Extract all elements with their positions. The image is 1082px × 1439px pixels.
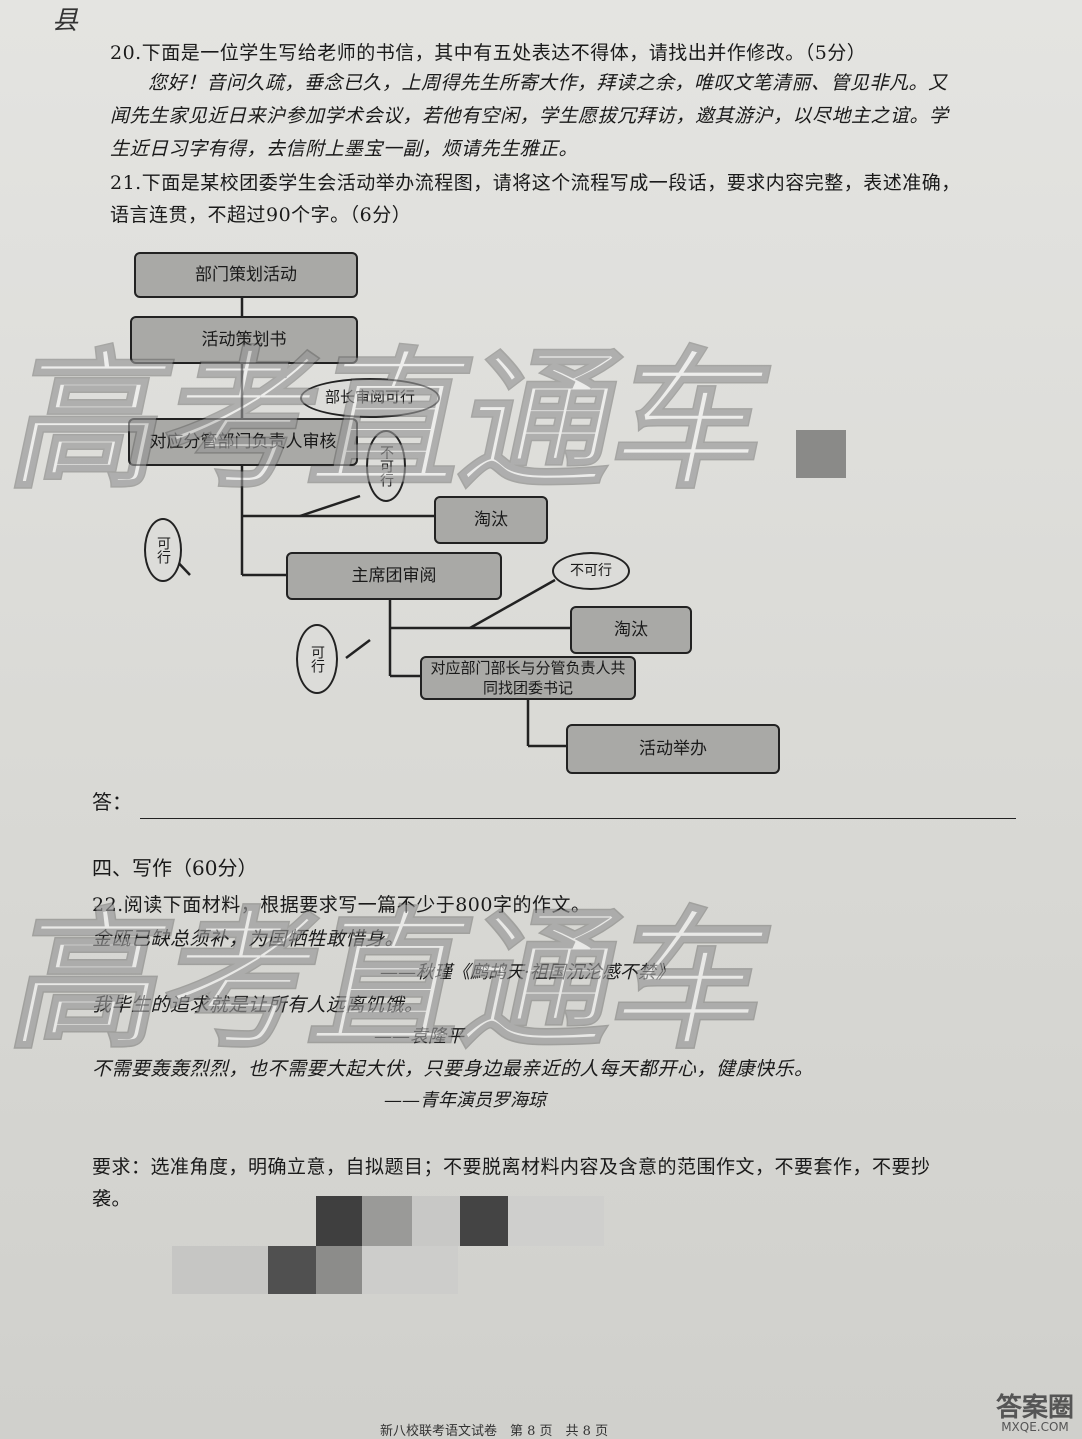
- flowchart-connectors: [171, 296, 570, 748]
- q20-letter-line-2: 闻先生家见近日来沪参加学术会议，若他有空闲，学生愿拔冗拜访，邀其游沪，以尽地主之…: [110, 105, 949, 127]
- q22-attribution-2: ——袁隆平: [374, 1026, 464, 1047]
- q22-stem: 22.阅读下面材料，根据要求写一篇不少于800字的作文。: [92, 894, 591, 916]
- flow-oval-feasible-1: 可行: [144, 518, 182, 582]
- q20-stem: 20.下面是一位学生写给老师的书信，其中有五处表达不得体，请找出并作修改。（5分…: [110, 42, 867, 64]
- flow-oval-not-feasible-2: 不可行: [552, 552, 630, 590]
- site-logo: 答案圈 MXQE.COM: [996, 1395, 1074, 1433]
- q22-attribution-3: ——青年演员罗海琼: [384, 1090, 546, 1111]
- q22-quote-1: 金瓯已缺总须补，为国牺牲敢惜身。: [92, 928, 405, 950]
- pixelated-block: [172, 1246, 268, 1294]
- answer-line: [140, 818, 1016, 819]
- q22-requirement-line-1: 要求：选准角度，明确立意，自拟题目；不要脱离材料内容及含意的范围作文，不要套作，…: [92, 1156, 931, 1178]
- flow-box-meet-secretary: 对应部门部长与分管负责人共同找团委书记: [420, 656, 636, 700]
- flow-oval-feasible-1-label: 可行: [155, 536, 172, 564]
- pixelated-block: [316, 1246, 362, 1294]
- flow-box-supervisor-review: 对应分管部门负责人审核: [128, 418, 358, 466]
- q22-requirement-line-2: 袭。: [92, 1188, 132, 1210]
- flow-box-reject-2: 淘汰: [570, 606, 692, 654]
- flow-oval-not-feasible-1-label: 不可行: [378, 445, 395, 487]
- site-logo-sub: MXQE.COM: [1001, 1420, 1069, 1434]
- site-logo-main: 答案圈: [995, 1393, 1074, 1423]
- q22-quote-3: 不需要轰轰烈烈，也不需要大起大伏，只要身边最亲近的人每天都开心，健康快乐。: [92, 1058, 814, 1080]
- flow-box-activity-held: 活动举办: [566, 724, 780, 774]
- q21-stem-line-2: 语言连贯，不超过90个字。（6分）: [110, 204, 412, 226]
- q22-attribution-1: ——秋瑾《鹧鸪天·祖国沉沦感不禁》: [380, 962, 674, 983]
- pixelated-block: [268, 1246, 316, 1294]
- flow-oval-not-feasible-1: 不可行: [366, 430, 406, 502]
- flow-oval-minister-approve: 部长审阅可行: [300, 378, 440, 418]
- watermark: 高考直通车: [0, 334, 787, 511]
- flow-box-reject-1: 淘汰: [434, 496, 548, 544]
- flow-box-presidium-review: 主席团审阅: [286, 552, 502, 600]
- flow-oval-feasible-2: 可行: [296, 624, 338, 694]
- corner-handwriting: 县: [52, 6, 79, 36]
- q22-quote-2: 我毕生的追求就是让所有人远离饥饿。: [92, 994, 424, 1016]
- pixelated-block: [316, 1196, 362, 1246]
- pixelated-block: [362, 1246, 458, 1294]
- q20-letter-line-3: 生近日习字有得，去信附上墨宝一副，烦请先生雅正。: [110, 138, 579, 160]
- flow-box-plan-document: 活动策划书: [130, 316, 358, 364]
- answer-label: 答：: [92, 790, 132, 814]
- pixelated-block: [460, 1196, 508, 1246]
- pixelated-block: [796, 430, 846, 478]
- flow-oval-feasible-2-label: 可行: [309, 645, 326, 673]
- flow-box-department-plan: 部门策划活动: [134, 252, 358, 298]
- q20-letter-line-1: 您好！音问久疏，垂念已久，上周得先生所寄大作，拜读之余，唯叹文笔清丽、管见非凡。…: [148, 72, 948, 94]
- pixelated-block: [362, 1196, 412, 1246]
- watermark: 高考直通车: [0, 894, 787, 1071]
- section-writing-title: 四、写作（60分）: [92, 856, 258, 880]
- page-footer: 新八校联考语文试卷 第 8 页 共 8 页: [380, 1424, 609, 1439]
- pixelated-block: [508, 1196, 604, 1246]
- pixelated-block: [412, 1196, 460, 1246]
- q21-stem-line-1: 21.下面是某校团委学生会活动举办流程图，请将这个流程写成一段话，要求内容完整，…: [110, 172, 961, 194]
